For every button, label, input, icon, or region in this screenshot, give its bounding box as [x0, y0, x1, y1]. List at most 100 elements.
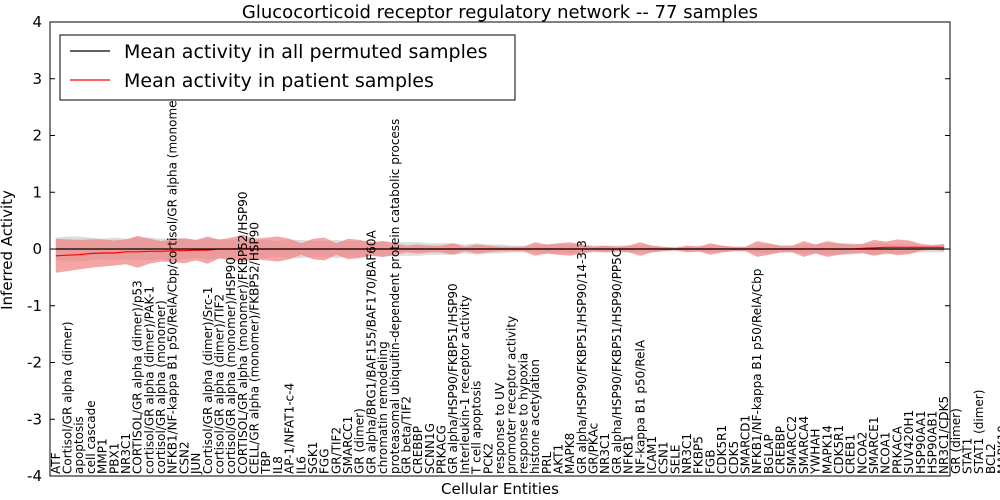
category-label: PBX1	[107, 443, 121, 474]
plot-frame	[49, 21, 951, 477]
category-label: NR3C1	[598, 433, 612, 474]
confidence-bands	[55, 234, 945, 273]
category-label: CELL/GR alpha (monomer)/FKBP52/HSP90	[248, 222, 262, 474]
category-label: SMARCC1	[341, 416, 355, 474]
category-label: GR alpha/BRG1/BAF155/BAF170/BAF60A	[364, 230, 378, 475]
x-axis-label: Cellular Entities	[441, 480, 559, 498]
y-tick-label: 3	[32, 70, 42, 88]
category-label: SMARCC2	[785, 416, 799, 474]
category-label: Cortisol/GR alpha (dimer)/Src-1	[201, 287, 215, 474]
y-tick-label: 1	[32, 183, 42, 201]
category-label: cell cascade	[84, 400, 98, 474]
y-tick-label: 4	[32, 13, 42, 31]
y-tick-label: -4	[27, 467, 42, 485]
category-label: cortisol/GR alpha (monomer)/HSP90	[224, 257, 238, 474]
category-label: NR3C1/CDK5	[937, 396, 951, 474]
category-label: GR alpha/HSP90/FKBP51/HSP90/14-3-3	[575, 240, 589, 474]
category-label: cortisol/GR alpha (dimer)/TIF2	[213, 294, 227, 474]
category-label: MAPK10	[996, 425, 1000, 474]
category-label: CORTISOL/GR alpha (monomer)/FKBP52/HSP90	[236, 191, 250, 474]
category-label: NCOA1	[879, 432, 893, 474]
category-label: ICAM1	[645, 436, 659, 474]
category-label: PRKACG	[435, 425, 449, 474]
chart-title: Glucocorticoid receptor regulatory netwo…	[242, 2, 758, 23]
category-label: NR3C1	[119, 433, 133, 474]
category-label: chromatin remodeling	[376, 341, 390, 474]
category-label: proteasomal ubiquitin-dependent protein …	[388, 119, 402, 474]
category-label: TBP	[259, 451, 273, 475]
category-label: PRKACA	[890, 425, 904, 474]
y-axis-ticks: -4 -3 -2 -1 0 1 2 3 4	[27, 13, 950, 485]
y-tick-label: 2	[32, 127, 42, 145]
category-label: BGLAP	[762, 434, 776, 474]
category-label: CDK5R1	[832, 425, 846, 474]
category-label: NFKB1	[622, 434, 636, 474]
category-label: NR3C1	[680, 433, 694, 474]
category-label: HSP90AA1	[914, 410, 928, 474]
category-label: PRL	[540, 451, 554, 474]
category-label: SMARCD1	[739, 415, 753, 474]
category-label: SMARCA4	[797, 416, 811, 474]
category-label: cortisol/GR alpha (dimer)/PAK-1	[142, 286, 156, 474]
category-label: SMARCE1	[867, 416, 881, 474]
category-label: BCL2	[984, 443, 998, 474]
category-label: AP-1/NFAT1-c-4	[283, 383, 297, 474]
category-label: MMP1	[96, 438, 110, 474]
category-label: GR/TIF2	[329, 427, 343, 474]
category-label: response to hypoxia	[516, 353, 530, 474]
category-label: STAT1	[961, 438, 975, 474]
category-label: T cell apoptosis	[470, 381, 484, 475]
category-label: ATF	[49, 452, 63, 474]
category-label: AKT1	[551, 444, 565, 474]
category-label: IL8	[271, 456, 285, 474]
category-label: FGG	[318, 449, 332, 475]
legend: Mean activity in all permuted samples Me…	[59, 34, 516, 101]
legend-label-permuted: Mean activity in all permuted samples	[124, 41, 487, 63]
y-axis-label: Inferred Activity	[0, 190, 16, 310]
y-tick-label: -2	[27, 354, 42, 372]
category-label: GR/PKAc	[587, 423, 601, 474]
legend-label-patient: Mean activity in patient samples	[124, 70, 434, 92]
category-label: GR (dimer)	[353, 408, 367, 474]
category-label: CDK5	[727, 441, 741, 474]
y-tick-label: -1	[27, 297, 42, 315]
category-label: FGB	[703, 450, 717, 474]
category-label: CREBBP	[411, 426, 425, 474]
category-label: CORTISOL/GR alpha (dimer)/p53	[131, 280, 145, 474]
category-label: histone acetylation	[528, 359, 542, 474]
category-label: STAT1 (dimer)	[972, 390, 986, 474]
category-label: response to UV	[493, 382, 507, 474]
y-tick-label: 0	[32, 240, 42, 258]
category-label: FKBP5	[692, 436, 706, 474]
category-label: MAPK14	[820, 425, 834, 474]
category-label: CDK5R1	[715, 425, 729, 474]
category-label: SUV420H1	[902, 410, 916, 474]
category-label: Cortisol/GR alpha (dimer)	[61, 321, 75, 474]
category-label: NFKB1/NF-kappa B1 p50/RelA/Cbp	[750, 269, 764, 474]
category-label: MAPK8	[563, 433, 577, 474]
category-label: IL6	[294, 456, 308, 474]
category-label: NF-kappa B1 p50/RelA	[633, 339, 647, 474]
category-label: CREB1	[844, 434, 858, 474]
category-label: NCOA2	[855, 432, 869, 474]
category-label: GR alpha/HSP90/FKBP51/HSP90	[446, 283, 460, 474]
category-label: PCK2	[481, 443, 495, 474]
category-label: GR (dimer)	[949, 408, 963, 474]
patient-band	[55, 234, 945, 273]
category-label: GR beta/TIF2	[400, 396, 414, 474]
category-label: promoter receptor activity	[505, 316, 519, 474]
y-tick-label: -3	[27, 410, 42, 428]
category-label: CREBBP	[774, 426, 788, 474]
category-label: apoptosis	[72, 416, 86, 474]
category-label: YWHAH	[809, 429, 823, 475]
legend-box	[59, 34, 516, 101]
category-label: SELE	[668, 445, 682, 474]
category-label: Interleukin-1 receptor activity	[458, 295, 472, 474]
category-label: CSN1	[657, 441, 671, 474]
category-label: JUN	[189, 453, 203, 475]
category-label: GR alpha/HSP90/FKBP51/HSP90/PP5C	[610, 249, 624, 474]
category-label: HSP90AB1	[926, 411, 940, 474]
category-label: NFKB1/NF-kappa B1 p50/RelA/Cbp/cortisol/…	[166, 91, 180, 474]
